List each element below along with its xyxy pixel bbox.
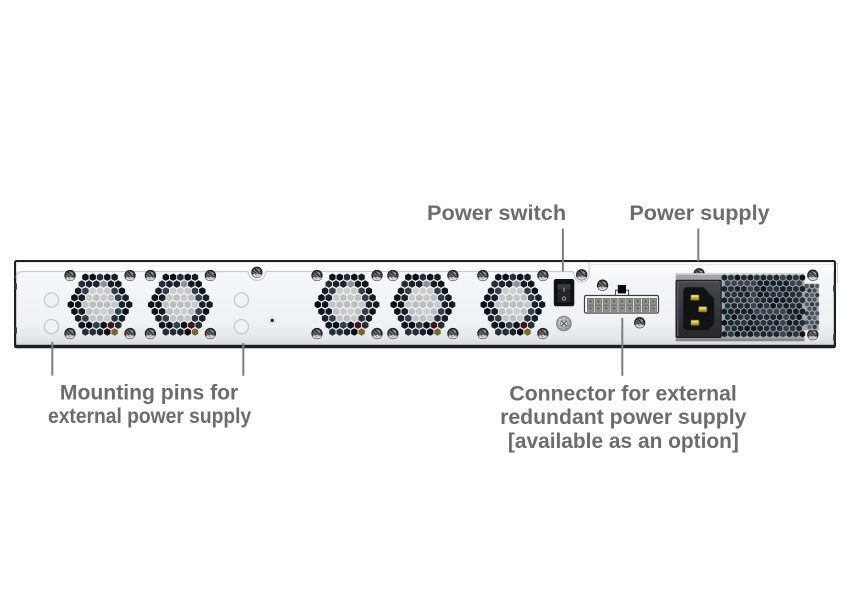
svg-text:Connector for external: Connector for external (509, 380, 736, 405)
svg-text:[available as an option]: [available as an option] (508, 428, 739, 453)
svg-text:redundant power supply: redundant power supply (500, 404, 746, 429)
svg-text:Mounting pins for: Mounting pins for (60, 380, 239, 405)
svg-text:Power supply: Power supply (629, 200, 769, 225)
svg-text:Power switch: Power switch (427, 200, 566, 225)
svg-text:external power supply: external power supply (48, 403, 251, 428)
